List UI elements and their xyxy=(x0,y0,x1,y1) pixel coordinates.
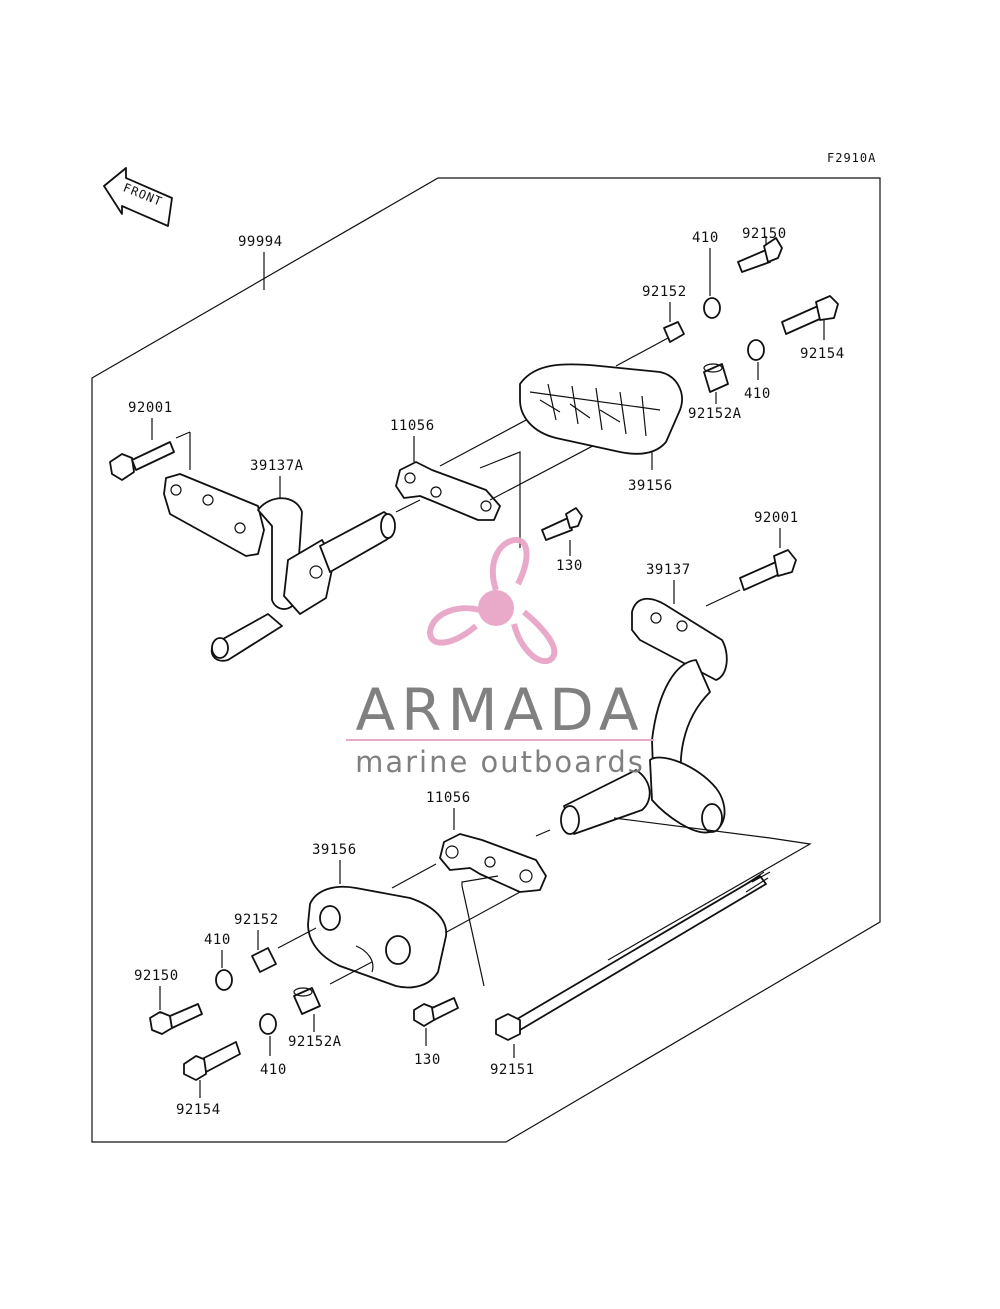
bolt-92150-bottom xyxy=(149,1003,203,1035)
part-label-11056-top: 11056 xyxy=(390,418,435,434)
part-label-92150-bottom: 92150 xyxy=(134,968,179,984)
collar-92152-bottom xyxy=(251,947,277,973)
bolt-92001-right xyxy=(739,549,797,591)
part-label-39137: 39137 xyxy=(646,562,691,578)
washer-410-top-a xyxy=(703,297,721,319)
watermark-tagline: marine outboards xyxy=(355,745,645,779)
collar-92152A-top xyxy=(703,363,729,393)
washer-410-bottom-b xyxy=(259,1013,277,1035)
bolt-92001-left xyxy=(109,441,175,481)
bolt-130-top xyxy=(541,507,583,541)
bracket-39137 xyxy=(560,597,728,835)
part-label-92154-bottom: 92154 xyxy=(176,1102,221,1118)
part-label-410-bottom-a: 410 xyxy=(204,932,231,948)
part-label-130-top: 130 xyxy=(556,558,583,574)
slider-39156-bottom xyxy=(307,885,447,989)
diagram-ref-code: F2910A xyxy=(827,151,876,165)
collar-92152A-bottom xyxy=(293,987,321,1015)
part-label-99994: 99994 xyxy=(238,234,283,250)
bracket-39137A xyxy=(163,473,396,662)
part-label-39137A: 39137A xyxy=(250,458,304,474)
front-arrow-icon: FRONT xyxy=(103,167,173,227)
part-label-92150-top: 92150 xyxy=(742,226,787,242)
part-label-92152A-top: 92152A xyxy=(688,406,742,422)
part-label-92152-top: 92152 xyxy=(642,284,687,300)
bolt-92154-top xyxy=(781,295,839,335)
washer-410-bottom-a xyxy=(215,969,233,991)
part-label-92152-bottom: 92152 xyxy=(234,912,279,928)
plate-11056-top xyxy=(395,461,501,521)
part-label-130-bottom: 130 xyxy=(414,1052,441,1068)
watermark-brand: ARMADA xyxy=(355,676,644,744)
part-label-410-top-b: 410 xyxy=(744,386,771,402)
bolt-92150-top xyxy=(737,237,783,273)
washer-410-top-b xyxy=(747,339,765,361)
part-label-410-top-a: 410 xyxy=(692,230,719,246)
armada-logo: ARMADA marine outboards xyxy=(346,536,654,779)
slider-39156-top xyxy=(519,363,683,455)
part-label-39156-top: 39156 xyxy=(628,478,673,494)
plate-11056-bottom xyxy=(439,833,547,893)
bolt-92151 xyxy=(495,871,771,1041)
part-label-92151: 92151 xyxy=(490,1062,535,1078)
bolt-92154-bottom xyxy=(183,1041,241,1081)
propeller-hub xyxy=(478,590,514,626)
collar-92152-top xyxy=(663,321,685,343)
part-label-92001-right: 92001 xyxy=(754,510,799,526)
part-label-11056-bottom: 11056 xyxy=(426,790,471,806)
propeller-icon xyxy=(426,536,558,665)
part-label-92152A-bottom: 92152A xyxy=(288,1034,342,1050)
part-label-39156-bottom: 39156 xyxy=(312,842,357,858)
part-label-410-bottom-b: 410 xyxy=(260,1062,287,1078)
part-label-92154-top: 92154 xyxy=(800,346,845,362)
part-label-92001-left: 92001 xyxy=(128,400,173,416)
assembly-frame xyxy=(91,177,881,1143)
bolt-130-bottom xyxy=(413,997,459,1027)
